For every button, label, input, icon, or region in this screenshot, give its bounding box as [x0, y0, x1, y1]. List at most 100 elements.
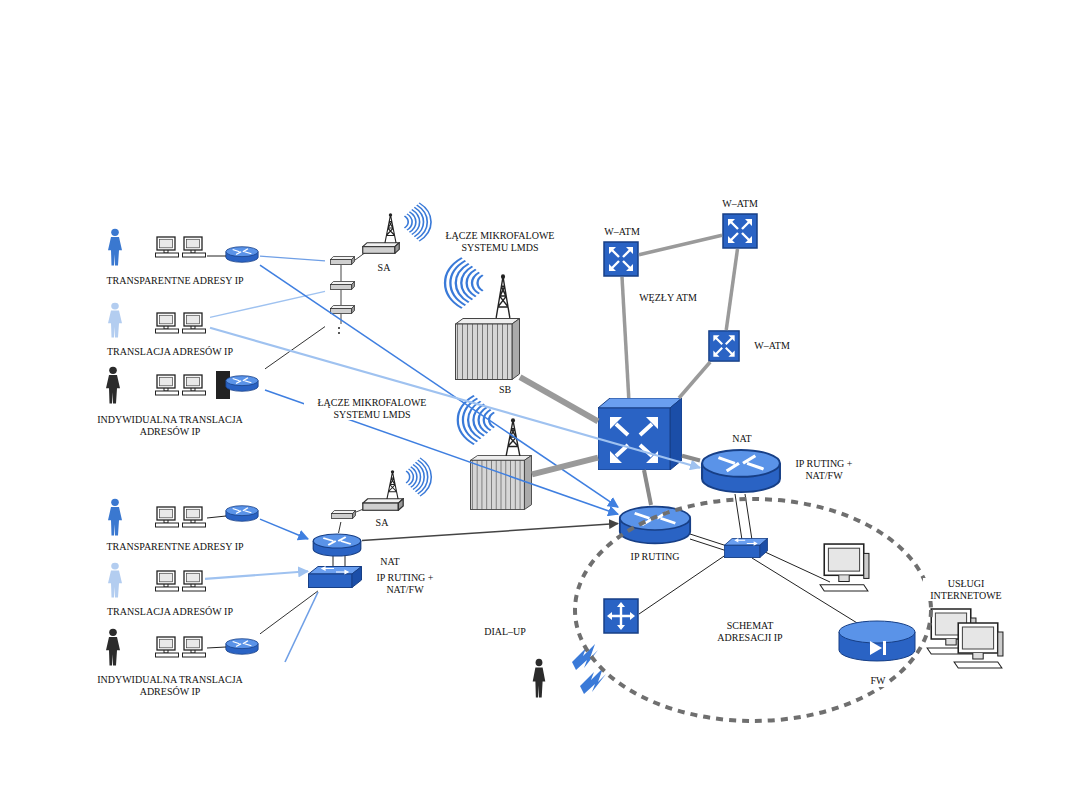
- core-switch: WĘZŁY ATM: [598, 398, 682, 470]
- router-icon: [226, 247, 258, 263]
- network-link: [362, 523, 618, 540]
- internet-services: USŁUGI INTERNETOWE: [922, 606, 1007, 672]
- lightning-link: [580, 668, 606, 694]
- node-label: W–ATM: [721, 198, 759, 210]
- node-label: WĘZŁY ATM: [637, 292, 699, 304]
- dot: [338, 332, 340, 334]
- base-cabinet: [470, 455, 531, 509]
- node-label: SA: [377, 262, 392, 274]
- radio-waves: [404, 203, 431, 241]
- atm-switch: W–ATM: [708, 330, 740, 362]
- router-icon: [226, 639, 258, 655]
- firewall: FW: [838, 620, 916, 662]
- network-link: [265, 327, 325, 369]
- antenna-tower: [496, 274, 510, 318]
- base-cabinet: [456, 319, 520, 380]
- network-link: [644, 470, 651, 505]
- access-server-icon: [604, 599, 638, 633]
- pc-icon: [183, 375, 206, 395]
- pc-icon: [183, 237, 206, 257]
- lan-wire: [207, 256, 226, 257]
- node-label: FW: [870, 675, 887, 687]
- atm-switch-icon: [604, 242, 638, 276]
- node-label: W–ATM: [603, 226, 641, 238]
- network-link: [260, 519, 308, 539]
- pc-icon: [183, 571, 206, 591]
- network-link: [210, 291, 325, 317]
- node-label: NAT: [731, 433, 752, 445]
- user-group: INDYWIDUALNA TRANSLACJA ADRESÓW IP: [100, 628, 260, 665]
- pc-icon: [156, 237, 179, 257]
- node-label: TRANSLACJA ADRESÓW IP: [106, 346, 234, 358]
- modem-icon: [331, 511, 355, 519]
- user-figure: [533, 659, 546, 698]
- network-link: [622, 277, 629, 398]
- network-link: [726, 249, 737, 330]
- node-label: SA: [375, 517, 390, 529]
- lan-wire: [333, 555, 345, 567]
- network-link: [532, 458, 598, 475]
- zone-ellipse: [575, 499, 931, 721]
- antenna-tower: [387, 470, 398, 499]
- lan-wire: [207, 516, 226, 518]
- router-icon: [313, 534, 361, 556]
- node-label: SB: [498, 384, 512, 396]
- pc-icon: [156, 571, 179, 591]
- sa-wire: [341, 265, 342, 324]
- lan-switch-icon: [309, 567, 362, 588]
- network-link: [205, 571, 308, 579]
- user-figure: [108, 303, 122, 338]
- atm-switch: W–ATM: [603, 241, 639, 277]
- network-link: [265, 390, 618, 514]
- radio-waves: [406, 458, 431, 496]
- pc-icon: [156, 637, 179, 657]
- node-label: TRANSPARENTNE ADRESY IP: [105, 541, 244, 553]
- router-icon: [226, 376, 258, 392]
- user-group: TRANSPARENTNE ADRESY IP: [100, 228, 260, 266]
- node-label: ŁĄCZE MIKROFALOWE SYSTEMU LMDS: [304, 397, 441, 420]
- lan-wire: [690, 534, 727, 551]
- network-link: [260, 591, 318, 634]
- network-link: [260, 256, 325, 261]
- radio-waves: [445, 258, 483, 308]
- base-station: ŁĄCZE MIKROFALOWE SYSTEMU LMDS: [470, 418, 532, 510]
- node-label: TRANSPARENTNE ADRESY IP: [105, 275, 244, 287]
- user-group: TRANSPARENTNE ADRESY IP: [100, 498, 260, 536]
- user-group: TRANSLACJA ADRESÓW IP: [105, 305, 210, 337]
- user-figure: [106, 629, 120, 666]
- node-label: IP RUTING + NAT/FW: [371, 572, 439, 595]
- modem-icon: [363, 243, 400, 254]
- node-label: IP RUTING + NAT/FW: [790, 458, 858, 481]
- pc-icon: [183, 507, 206, 527]
- network-link: [679, 362, 710, 398]
- node-label: NAT: [379, 556, 400, 568]
- node-label: INDYWIDUALNA TRANSLACJA ADRESÓW IP: [94, 414, 246, 437]
- dot: [338, 327, 340, 329]
- atm-switch-icon: [709, 331, 739, 361]
- user-figure: [108, 499, 122, 536]
- ip-router: IP RUTING: [618, 505, 692, 545]
- node-label: SCHEMAT ADRESACJI IP: [709, 620, 791, 643]
- node-label: USŁUGI INTERNETOWE: [923, 578, 1010, 601]
- addressing-zone: SCHEMAT ADRESACJI IP IP RUTING FW: [572, 496, 934, 724]
- firewall-icon: [839, 621, 915, 661]
- access-label: DIAL–UP: [483, 626, 527, 638]
- pc-icon: [156, 375, 179, 395]
- modem-icon: [330, 257, 354, 265]
- base-station: ŁĄCZE MIKROFALOWE SYSTEMU LMDSSB: [455, 272, 520, 380]
- modem-icon: [330, 282, 354, 290]
- node-label: ŁĄCZE MIKROFALOWE SYSTEMU LMDS: [432, 230, 569, 253]
- pc-icon: [820, 544, 869, 591]
- pc-icon: [156, 313, 179, 333]
- network-link: [339, 522, 341, 533]
- atm-switch: W–ATM: [722, 213, 758, 249]
- router-icon: [702, 450, 780, 492]
- node-label: INDYWIDUALNA TRANSLACJA ADRESÓW IP: [94, 674, 246, 697]
- user-group: INDYWIDUALNA TRANSLACJA ADRESÓW IP: [100, 368, 265, 400]
- lan-wire: [207, 647, 226, 648]
- zone-outline: [572, 496, 934, 724]
- pc-icon: [156, 507, 179, 527]
- user-figure: [106, 367, 120, 404]
- subscriber-station: SA: [325, 212, 405, 337]
